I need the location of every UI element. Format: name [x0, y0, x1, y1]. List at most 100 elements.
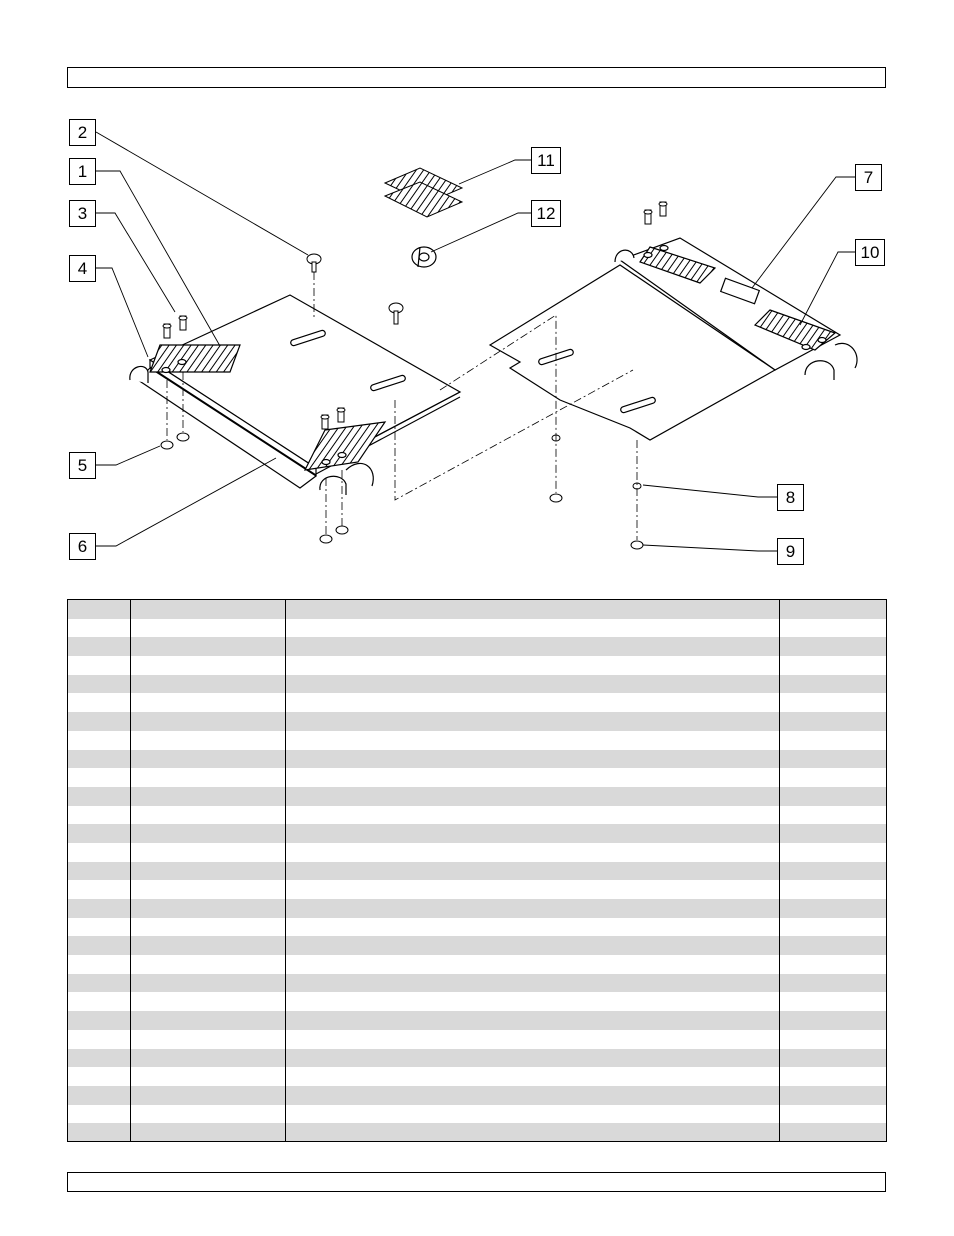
- table-row: [68, 1048, 886, 1068]
- table-cell: [68, 955, 130, 974]
- table-cell: [68, 1048, 130, 1068]
- table-row: [68, 712, 886, 731]
- table-cell: [778, 693, 886, 713]
- table-cell: [129, 842, 285, 862]
- callout-9: 9: [777, 538, 804, 565]
- table-cell: [129, 955, 285, 974]
- table-cell: [129, 768, 285, 787]
- table-row: [68, 1029, 886, 1049]
- table-cell: [284, 1123, 779, 1141]
- table-cell: [778, 749, 886, 769]
- table-cell: [129, 749, 285, 769]
- table-row: [68, 805, 886, 825]
- table-cell: [778, 1123, 886, 1141]
- table-cell: [778, 1085, 886, 1105]
- table-cell: [129, 917, 285, 937]
- table-row: [68, 618, 886, 638]
- table-row: [68, 955, 886, 974]
- table-cell: [68, 918, 130, 937]
- table-row: [68, 693, 886, 713]
- table-cell: [778, 917, 886, 937]
- page-footer-bar: [67, 1172, 886, 1192]
- table-cell: [284, 973, 779, 993]
- table-cell: [284, 730, 779, 750]
- table-cell: [129, 693, 285, 713]
- table-cell: [68, 600, 130, 619]
- callout-12: 12: [531, 200, 561, 227]
- table-cell: [129, 618, 285, 638]
- table-cell: [129, 712, 285, 731]
- table-cell: [68, 656, 130, 675]
- table-cell: [778, 656, 886, 675]
- table-cell: [778, 824, 886, 843]
- table-cell: [129, 656, 285, 675]
- table-cell: [778, 936, 886, 956]
- table-cell: [778, 712, 886, 731]
- table-row: [68, 1104, 886, 1124]
- table-cell: [284, 749, 779, 769]
- table-cell: [284, 936, 779, 956]
- left-footplate: [129, 294, 462, 495]
- table-cell: [129, 730, 285, 750]
- callout-8: 8: [777, 484, 804, 511]
- table-cell: [284, 637, 779, 657]
- table-cell: [68, 1067, 130, 1086]
- table-cell: [778, 730, 886, 750]
- table-row: [68, 1011, 886, 1030]
- table-cell: [129, 1067, 285, 1086]
- table-row: [68, 824, 886, 843]
- table-cell: [68, 880, 130, 899]
- table-cell: [129, 973, 285, 993]
- table-cell: [778, 1029, 886, 1049]
- table-cell: [778, 1011, 886, 1030]
- centerlines: [166, 272, 638, 540]
- table-cell: [68, 712, 130, 731]
- table-cell: [129, 899, 285, 918]
- table-row: [68, 637, 886, 657]
- table-cell: [129, 637, 285, 657]
- table-cell: [68, 1105, 130, 1124]
- callout-1: 1: [69, 158, 96, 185]
- table-row: [68, 973, 886, 993]
- table-cell: [129, 880, 285, 899]
- table-cell: [284, 805, 779, 825]
- table-cell: [129, 992, 285, 1012]
- table-cell: [284, 842, 779, 862]
- table-cell: [68, 731, 130, 750]
- table-cell: [284, 880, 779, 899]
- table-row: [68, 1123, 886, 1141]
- table-cell: [68, 899, 130, 918]
- table-cell: [68, 936, 130, 956]
- table-cell: [68, 1123, 130, 1141]
- table-cell: [778, 1067, 886, 1086]
- table-row: [68, 674, 886, 694]
- table-cell: [129, 600, 285, 619]
- callout-2: 2: [69, 119, 96, 146]
- callout-3: 3: [69, 200, 96, 227]
- table-cell: [778, 786, 886, 806]
- table-cell: [284, 824, 779, 843]
- table-cell: [284, 1085, 779, 1105]
- table-cell: [778, 805, 886, 825]
- table-cell: [284, 656, 779, 675]
- table-cell: [68, 806, 130, 825]
- leader-lines: [95, 131, 855, 552]
- table-cell: [129, 936, 285, 956]
- table-cell: [129, 824, 285, 843]
- table-cell: [778, 973, 886, 993]
- table-cell: [778, 618, 886, 638]
- table-cell: [129, 1011, 285, 1030]
- table-cell: [129, 1085, 285, 1105]
- table-cell: [68, 861, 130, 881]
- table-cell: [284, 786, 779, 806]
- table-cell: [778, 674, 886, 694]
- exploded-parts-diagram: [95, 131, 858, 552]
- table-row: [68, 656, 886, 675]
- right-footplate: [488, 237, 858, 441]
- callout-7: 7: [855, 164, 882, 191]
- table-row: [68, 899, 886, 918]
- page-header-bar: [67, 67, 886, 88]
- table-cell: [68, 619, 130, 638]
- table-cell: [129, 861, 285, 881]
- table-cell: [778, 600, 886, 619]
